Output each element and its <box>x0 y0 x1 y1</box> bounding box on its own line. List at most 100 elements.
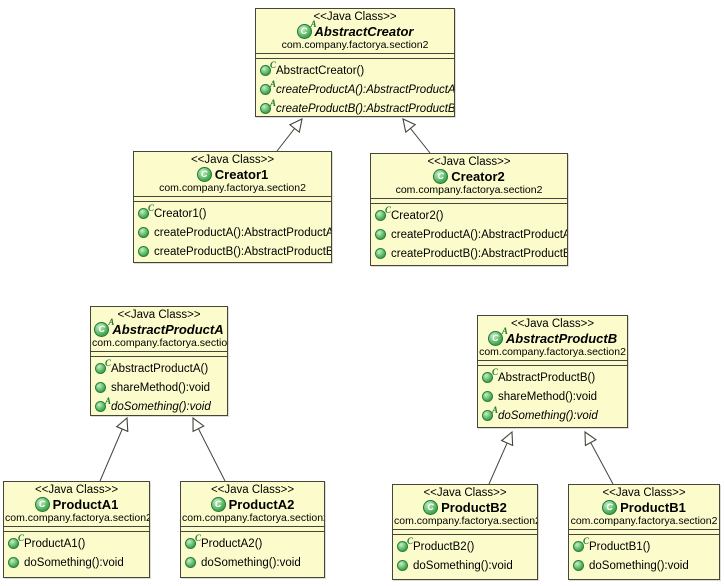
class-producta2[interactable]: <<Java Class>> C ProductA2 com.company.f… <box>180 481 325 578</box>
generalization-arrow-producta2-abstractproducta[interactable] <box>192 416 226 482</box>
method-row[interactable]: createProductB():AbstractProductB <box>375 244 568 263</box>
method-row[interactable]: doSomething():void <box>573 556 718 575</box>
method-icon <box>375 248 386 259</box>
class-header: <<Java Class>> C Creator2 com.company.fa… <box>371 154 567 199</box>
method-label: ProductA2() <box>201 537 263 550</box>
class-header: <<Java Class>> C ProductB1 com.company.f… <box>569 485 719 530</box>
class-name: ProductA2 <box>228 497 295 512</box>
class-productb1[interactable]: <<Java Class>> C ProductB1 com.company.f… <box>568 484 720 580</box>
method-row[interactable]: doSomething():void <box>8 553 148 572</box>
class-header: <<Java Class>> C ProductB2 com.company.f… <box>393 485 537 530</box>
method-label: createProductA():AbstractProductA <box>154 226 332 239</box>
method-label: doSomething():void <box>589 559 689 572</box>
class-name: ProductA1 <box>52 497 119 512</box>
package-label: com.company.factorya.section2 <box>159 182 306 194</box>
method-label: doSomething():void <box>24 556 124 569</box>
method-row[interactable]: shareMethod():void <box>95 378 226 397</box>
method-label: ProductA1() <box>24 537 86 550</box>
method-row[interactable]: doSomething():void <box>185 553 323 572</box>
method-icon <box>397 560 408 571</box>
package-label: com.company.factorya.section2 <box>395 184 543 196</box>
class-producta1[interactable]: <<Java Class>> C ProductA1 com.company.f… <box>3 481 150 578</box>
stereotype-label: <<Java Class>> <box>510 318 595 330</box>
generalization-arrow-creator2-abstractcreator[interactable] <box>402 118 431 154</box>
method-row[interactable]: createProductB():AbstractProductB <box>138 242 331 261</box>
method-label: doSomething():void <box>498 409 598 422</box>
class-icon: C <box>196 167 212 182</box>
method-label: doSomething():void <box>201 556 301 569</box>
class-name: ProductB2 <box>441 500 507 515</box>
stereotype-label: <<Java Class>> <box>117 309 201 321</box>
method-icon: C <box>260 61 276 76</box>
stereotype-label: <<Java Class>> <box>34 484 119 496</box>
class-name: ProductB1 <box>620 500 686 515</box>
class-header: <<Java Class>> C Creator1 com.company.fa… <box>134 152 331 197</box>
method-row[interactable]: createProductA():AbstractProductA <box>138 223 332 242</box>
abstract-method-icon: A <box>260 80 276 95</box>
attributes-compartment <box>393 530 537 535</box>
method-icon <box>375 229 386 240</box>
constructor-icon: C <box>573 537 589 552</box>
method-icon <box>138 246 149 257</box>
method-row[interactable]: createProductA():AbstractProductA <box>375 225 567 244</box>
stereotype-label: <<Java Class>> <box>190 154 275 166</box>
class-name: Creator1 <box>214 167 269 182</box>
class-icon: C <box>423 500 439 515</box>
constructor-icon: C <box>375 206 391 221</box>
method-row[interactable]: shareMethod():void <box>482 387 626 406</box>
stereotype-label: <<Java Class>> <box>602 487 686 499</box>
method-label: AbstractCreator() <box>276 64 365 77</box>
class-icon: C <box>602 500 618 515</box>
method-row[interactable]: doSomething():void <box>397 556 536 575</box>
constructor-icon: C <box>95 359 111 374</box>
stereotype-label: <<Java Class>> <box>313 11 397 23</box>
class-header: <<Java Class>> C ProductA1 com.company.f… <box>4 482 149 527</box>
class-name: Creator2 <box>451 169 505 184</box>
attributes-compartment <box>569 530 719 535</box>
class-icon: C <box>433 169 449 184</box>
generalization-arrow-creator1-abstractcreator[interactable] <box>276 118 303 152</box>
class-icon: C <box>34 497 50 512</box>
class-icon: C <box>210 497 226 512</box>
method-label: createProductB():AbstractProductB <box>276 102 455 115</box>
stereotype-label: <<Java Class>> <box>210 484 295 496</box>
method-label: Creator2() <box>391 209 444 222</box>
method-label: doSomething():void <box>111 400 211 413</box>
method-label: createProductB():AbstractProductB <box>391 247 568 260</box>
constructor-icon: C <box>397 537 413 552</box>
class-creator1[interactable]: <<Java Class>> C Creator1 com.company.fa… <box>133 151 332 263</box>
generalization-arrow-productb1-abstractproductb[interactable] <box>584 430 614 485</box>
constructor-icon: C <box>185 534 201 549</box>
method-label: Creator1() <box>154 207 207 220</box>
abstract-method-icon: A <box>482 406 498 421</box>
class-creator2[interactable]: <<Java Class>> C Creator2 com.company.fa… <box>370 153 568 266</box>
class-productb2[interactable]: <<Java Class>> C ProductB2 com.company.f… <box>392 484 538 580</box>
generalization-arrow-productb2-abstractproductb[interactable] <box>488 430 514 485</box>
method-label: createProductA():AbstractProductA <box>276 83 455 96</box>
generalization-arrow-producta1-abstractproducta[interactable] <box>99 416 129 482</box>
